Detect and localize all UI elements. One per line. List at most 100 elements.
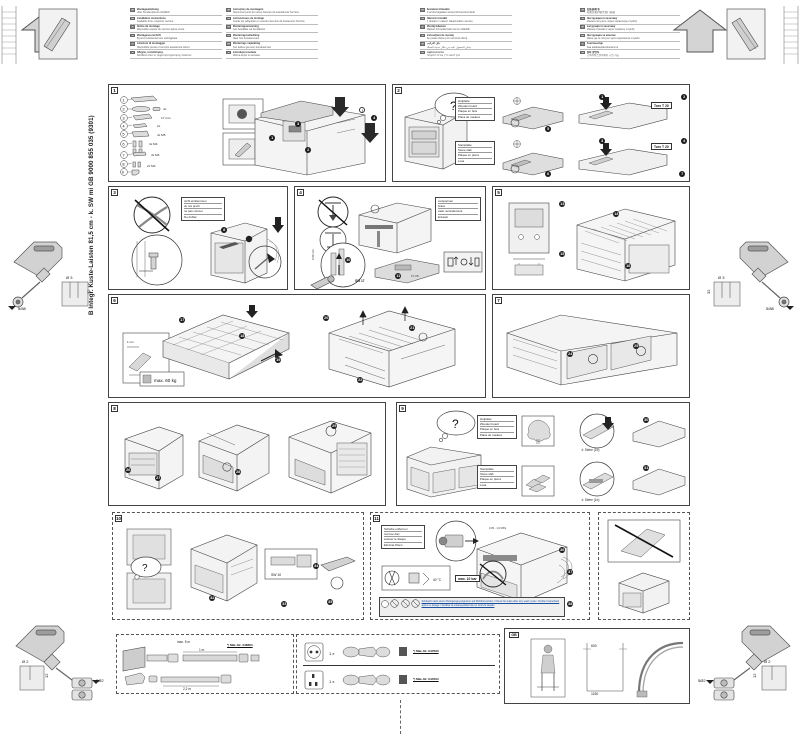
legend-title-es: Instrucciones de montaje bbox=[232, 16, 264, 20]
panel-3: 3 nicht einklemmen do not pinch ne pas c… bbox=[108, 186, 288, 290]
svg-text:③ Siehe (1b): ③ Siehe (1b) bbox=[581, 448, 599, 452]
flag-icon-ar: ar bbox=[420, 42, 426, 46]
legend-title-el: Οδηγίες τοποθέτησης bbox=[136, 50, 164, 54]
svg-text:5Ø2: 5Ø2 bbox=[96, 678, 104, 683]
panel-4-wrench-detail bbox=[309, 242, 393, 294]
panel-1-bullet-3: 3 bbox=[295, 121, 302, 128]
panel-2-bullet-c: 3 bbox=[599, 138, 606, 145]
no-press-icon bbox=[411, 599, 420, 608]
p2-wood-l1: Hotplatte bbox=[458, 99, 492, 105]
panel-1: 1 1 2 3 4 5 6 7 8 9 bbox=[108, 84, 386, 182]
panel-3-detail-circle-2 bbox=[245, 243, 285, 286]
panel-9-bullet-a: 30 bbox=[643, 417, 650, 424]
legend-sub-ar: يمكن الحصول عليه من خلال خدمة العملاء bbox=[426, 45, 471, 49]
panel-2-bullet-e: 5 bbox=[545, 126, 552, 133]
flag-icon-pt: pt bbox=[226, 8, 232, 12]
legend-sub-es: Puede ser adquirido en nuestro Servicio … bbox=[232, 19, 305, 23]
panel-8-unit-a bbox=[117, 419, 191, 504]
legend-title-zh: 安装说明书 bbox=[586, 8, 600, 11]
svg-text:SW 10: SW 10 bbox=[271, 573, 281, 577]
panel-2-torque-bottom: Torx T 20 bbox=[651, 143, 672, 151]
p4-c-l2: brace bbox=[438, 204, 478, 210]
panel-2-bullet-a: 1 bbox=[599, 94, 606, 101]
panel-6-number: 6 bbox=[111, 297, 118, 304]
panel-8-number: 8 bbox=[111, 405, 118, 412]
svg-text:32: 32 bbox=[86, 289, 91, 294]
panel-8-bullet-d: 29 bbox=[331, 423, 338, 430]
panel-11-aux bbox=[598, 512, 690, 620]
adapter-matnr-2: *) Mat.-Nr. 644534 bbox=[413, 677, 439, 681]
panel-2-bracket-detail-top bbox=[499, 95, 569, 136]
p3-c-l4: No doblar bbox=[184, 214, 197, 219]
panel-3-detail-circle bbox=[123, 233, 191, 292]
corner-drill-top-right: Ø 3 32 5/88 bbox=[702, 236, 798, 315]
flag-icon-nl: nl bbox=[130, 33, 136, 38]
p3-c-l3: ne pas coincer bbox=[184, 209, 222, 215]
legend-title-sv: Monteringsanvisning bbox=[232, 25, 259, 29]
panel-4-symbol-box bbox=[443, 251, 483, 278]
panel-10: 10 ? bbox=[112, 512, 364, 620]
up-arrow-right bbox=[672, 8, 728, 54]
hose-kit-matnr: *) Mat.-Nr. 348684 bbox=[227, 643, 253, 647]
legend-sub-de: Über Kundendienst erhältlich bbox=[136, 11, 170, 15]
svg-text:Ø 2: Ø 2 bbox=[22, 659, 29, 664]
svg-text:8: 8 bbox=[122, 161, 125, 166]
panel-11-callout: Scheibe entfernen remove disc enlever le… bbox=[381, 525, 425, 549]
panel-6: 6 1 cm bbox=[108, 294, 486, 398]
panel-4-bullet-a: 10 bbox=[345, 257, 352, 264]
legend-title-nl: Montagevoorschrift bbox=[136, 33, 161, 37]
p9-wood-l2: Wooden board bbox=[480, 422, 514, 428]
legend-title-de: Montageanleitung bbox=[136, 8, 159, 11]
panel-2: 2 bbox=[392, 84, 690, 182]
gb-hose-curve bbox=[635, 637, 687, 704]
panel-4-no-icon bbox=[311, 195, 355, 234]
adapter-row-1: 1 x bbox=[303, 641, 497, 668]
svg-text:6: 6 bbox=[122, 141, 125, 146]
flag-icon-da: da bbox=[226, 42, 232, 46]
p2-wood-l2: Wooden board bbox=[458, 104, 492, 110]
p2-wood-l4: Placa de madera bbox=[458, 114, 480, 119]
p2-stone-l4: Losa bbox=[458, 158, 465, 163]
panel-3-callout: nicht einklemmen do not pinch ne pas coi… bbox=[181, 197, 225, 221]
corner-drill-bottom-right: Ø 2 12 5Ø2 bbox=[694, 622, 802, 709]
svg-text:Ø 3: Ø 3 bbox=[66, 275, 73, 280]
p9-stone-l4: Losa bbox=[480, 482, 487, 487]
panel-1-bullet-1: 1 bbox=[269, 135, 276, 142]
panel-2-callout-stone: Steinplatte Stone slab Plaque en pierre … bbox=[455, 141, 495, 165]
svg-text:1 cm: 1 cm bbox=[127, 340, 134, 344]
flag-icon-cs: cs bbox=[420, 16, 426, 21]
panel-2-torque-top: Torx T 20 bbox=[651, 102, 672, 110]
legend-sub-pl: Można kupić w serwisie bbox=[232, 54, 260, 58]
p9-wood-l1: Hotplatte bbox=[480, 417, 514, 423]
panel-9-bullet-b: 31 bbox=[643, 465, 650, 472]
panel-6-bullet-f: 22 bbox=[357, 377, 364, 384]
svg-text:2: 2 bbox=[122, 106, 125, 111]
panel-1-cabinet bbox=[237, 93, 383, 184]
legend-title-hu: Szerelési útmutató bbox=[426, 8, 450, 11]
panel-4-number: 4 bbox=[297, 189, 304, 196]
panel-1-number: 1 bbox=[111, 87, 118, 94]
p2-wood-l3: Plaque en bois bbox=[458, 109, 492, 115]
panel-11-bullet-b: 37 bbox=[567, 569, 574, 576]
flag-icon-zh: zh bbox=[580, 8, 586, 12]
legend-sub-sv: Kan beställas via Kundtjänst bbox=[232, 28, 266, 32]
flag-icon-fi: fi bbox=[580, 42, 586, 46]
